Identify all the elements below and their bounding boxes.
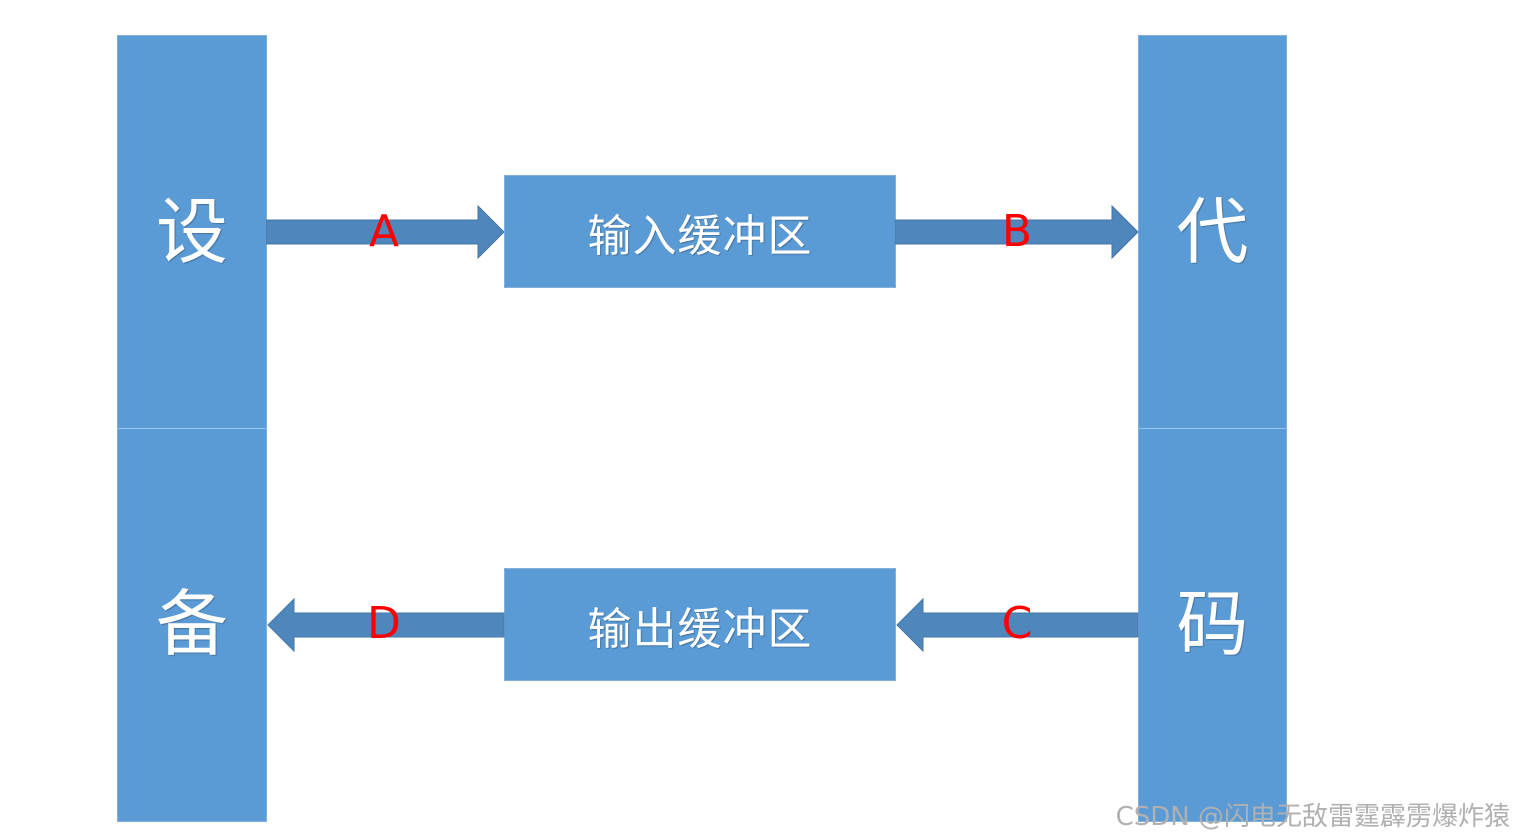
arrow-c-left <box>896 597 1139 653</box>
code-block: 代 码 <box>1138 35 1287 822</box>
code-char-top: 代 <box>1176 190 1249 274</box>
arrow-a-right <box>266 204 505 260</box>
input-buffer-label: 输入缓冲区 <box>587 210 813 262</box>
arrow-label-a: A <box>368 206 400 257</box>
input-buffer-box: 输入缓冲区 <box>504 175 896 288</box>
device-char-bottom: 备 <box>155 582 228 666</box>
arrow-d-left <box>267 597 505 653</box>
device-divider <box>118 428 266 429</box>
arrow-label-b: B <box>1001 206 1033 257</box>
arrow-label-c: C <box>1001 598 1033 649</box>
device-char-top: 设 <box>155 190 228 274</box>
output-buffer-label: 输出缓冲区 <box>587 603 813 655</box>
output-buffer-box: 输出缓冲区 <box>504 568 896 681</box>
arrow-b-right <box>895 204 1139 260</box>
arrow-label-d: D <box>367 598 401 649</box>
csdn-watermark: CSDN @闪电无敌雷霆霹雳爆炸猿 <box>1115 802 1510 832</box>
device-block: 设 备 <box>117 35 267 822</box>
code-divider <box>1139 428 1286 429</box>
code-char-bottom: 码 <box>1176 582 1249 666</box>
